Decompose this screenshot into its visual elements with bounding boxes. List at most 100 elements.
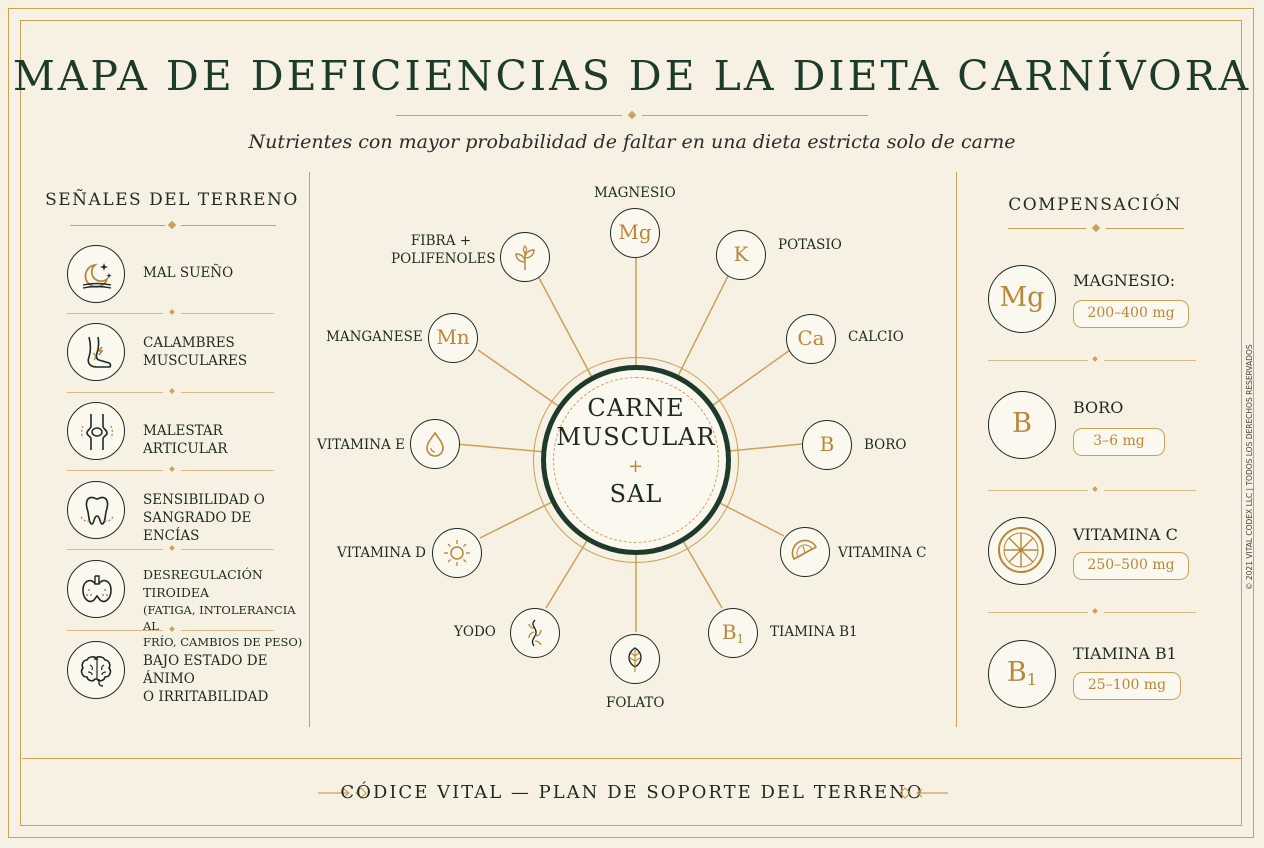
label-boro: BORO — [864, 437, 907, 453]
right-heading: COMPENSACIÓN — [1008, 195, 1182, 215]
center-inner-ring — [553, 377, 719, 543]
symptom-separator — [181, 630, 274, 631]
label-vitamina-e: VITAMINA E — [317, 437, 405, 453]
symptom-item: CALAMBRES MUSCULARES — [67, 323, 297, 381]
symptom-line1: CALAMBRES — [143, 335, 235, 351]
node-fibra — [500, 232, 550, 282]
center-line3: SAL — [609, 480, 663, 508]
comp-separator — [988, 360, 1088, 361]
label-manganese: MANGANESE — [326, 329, 423, 345]
lemon-slice-icon — [791, 539, 818, 561]
label-fibra-line1: FIBRA + — [410, 233, 472, 249]
knee-joint-icon — [67, 402, 125, 460]
label-vitamina-d: VITAMINA D — [337, 545, 426, 561]
symptom-separator — [67, 313, 163, 314]
label-vitamina-c: VITAMINA C — [838, 545, 927, 561]
left-heading-rule-r — [181, 225, 276, 226]
symptom-separator — [67, 470, 163, 471]
comp-separator — [1104, 490, 1196, 491]
drop-icon — [426, 431, 444, 457]
node-manganese: Mn — [428, 313, 478, 363]
title-rule-left — [396, 115, 622, 116]
label-calcio: CALCIO — [848, 329, 904, 345]
comp-tiamina-sub: 1 — [1026, 670, 1038, 689]
label-potasio: POTASIO — [778, 237, 842, 253]
thyroid-icon — [67, 560, 125, 618]
tiamina-sub: 1 — [736, 632, 745, 646]
comp-boro-name: BORO — [1073, 398, 1124, 417]
node-tiamina: B1 — [708, 608, 758, 658]
label-magnesio: MAGNESIO — [594, 185, 676, 201]
symptom-line1: MALESTAR ARTICULAR — [143, 423, 228, 457]
sun-icon — [444, 540, 470, 566]
symptom-separator — [181, 549, 274, 550]
comp-vitamina-c-dose: 250–500 mg — [1073, 552, 1189, 580]
symptom-separator — [67, 630, 163, 631]
node-vitamina-e — [410, 419, 460, 469]
label-folato: FOLATO — [606, 695, 665, 711]
right-heading-rule-l — [1008, 228, 1086, 229]
comp-separator — [1104, 360, 1196, 361]
node-folato — [610, 634, 660, 684]
right-divider — [956, 172, 957, 727]
symptom-detail1: (FATIGA, INTOLERANCIA AL — [143, 603, 296, 633]
plant-icon — [515, 245, 535, 270]
center-outer-ring — [533, 357, 739, 563]
footer-ornament-right — [899, 787, 948, 799]
comp-tiamina-icon: B1 — [988, 640, 1056, 708]
node-boro: B — [802, 420, 852, 470]
right-heading-rule-r — [1106, 228, 1184, 229]
symptom-line1: SENSIBILIDAD O — [143, 492, 265, 508]
comp-magnesio-dose: 200–400 mg — [1073, 300, 1189, 328]
node-vitamina-d — [432, 528, 482, 578]
footer-text: CÓDICE VITAL — PLAN DE SOPORTE DEL TERRE… — [340, 782, 924, 803]
symptom-line1: DESREGULACIÓN TIROIDEA — [143, 567, 263, 600]
leg-cramp-icon — [67, 323, 125, 381]
symptom-separator — [181, 392, 274, 393]
tiamina-symbol: B — [721, 620, 737, 644]
inner-frame — [20, 20, 1242, 826]
symptom-line2: O IRRITABILIDAD — [143, 689, 269, 705]
node-calcio: Ca — [786, 314, 836, 364]
comp-tiamina-name: TIAMINA B1 — [1073, 644, 1177, 663]
title-rule-right — [642, 115, 868, 116]
symptom-line1: BAJO ESTADO DE ÁNIMO — [143, 653, 268, 687]
center-plus: + — [627, 456, 645, 477]
comp-tiamina-dose: 25–100 mg — [1073, 672, 1181, 700]
outer-frame — [8, 8, 1254, 838]
footer-top-rule — [22, 758, 1242, 759]
seaweed-icon — [528, 619, 542, 647]
node-potasio: K — [716, 230, 766, 280]
comp-magnesio-name: MAGNESIO: — [1073, 271, 1176, 290]
moon-stars-icon — [67, 245, 125, 303]
node-yodo — [510, 608, 560, 658]
page-title: MAPA DE DEFICIENCIAS DE LA DIETA CARNÍVO… — [12, 52, 1252, 100]
symptom-separator — [67, 549, 163, 550]
label-tiamina: TIAMINA B1 — [770, 624, 858, 640]
comp-separator — [1104, 612, 1196, 613]
comp-separator — [988, 490, 1088, 491]
symptom-item: MAL SUEÑO — [67, 245, 297, 303]
center-line2: MUSCULAR — [556, 423, 716, 451]
left-divider — [309, 172, 310, 727]
symptom-item: DESREGULACIÓN TIROIDEA(FATIGA, INTOLERAN… — [67, 560, 307, 649]
side-copyright: © 2021 VITAL CODEX LLC | TODOS LOS DEREC… — [1245, 344, 1254, 590]
symptom-line2: SANGRADO DE ENCÍAS — [143, 510, 252, 544]
comp-boro-icon: B — [988, 391, 1056, 459]
symptom-line1: MAL SUEÑO — [143, 265, 234, 281]
symptom-separator — [181, 313, 274, 314]
citrus-icon — [988, 517, 1056, 585]
brain-icon — [67, 641, 125, 699]
comp-separator — [988, 612, 1088, 613]
node-vitamina-c — [780, 527, 830, 577]
node-magnesio: Mg — [610, 208, 660, 258]
comp-tiamina-symbol: B — [1006, 657, 1027, 688]
symptom-line2: MUSCULARES — [143, 353, 248, 369]
label-yodo: YODO — [454, 624, 496, 640]
symptom-item: MALESTAR ARTICULAR — [67, 402, 297, 460]
symptom-separator — [181, 470, 274, 471]
comp-vitamina-c-name: VITAMINA C — [1073, 525, 1178, 544]
center-line1: CARNE — [587, 394, 685, 422]
comp-boro-dose: 3–6 mg — [1073, 428, 1165, 456]
leaf-icon — [628, 647, 642, 672]
